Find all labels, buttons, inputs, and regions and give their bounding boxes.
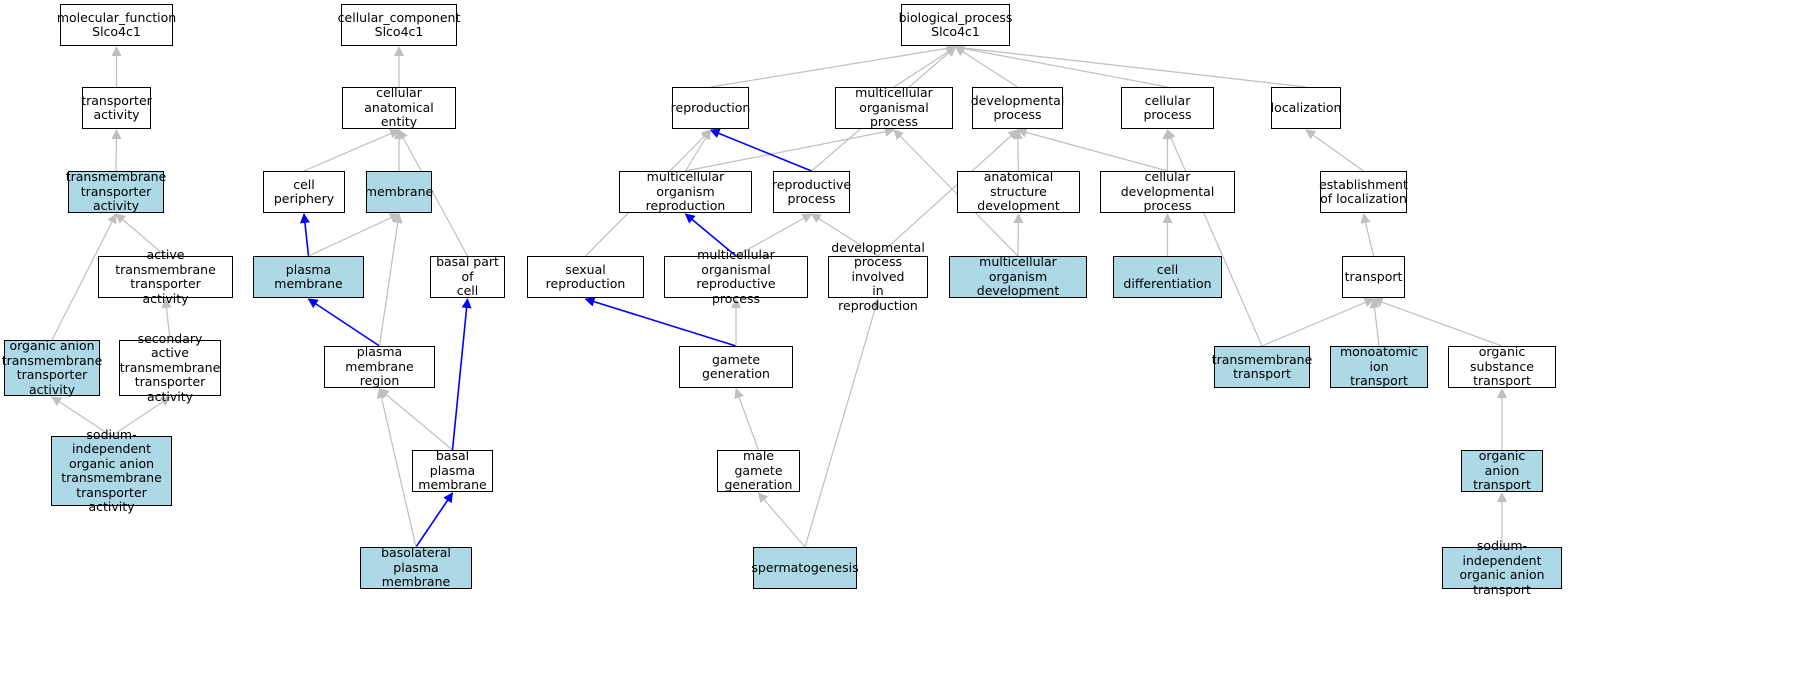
node-transport[interactable]: transport [1342, 256, 1405, 298]
edge-establishment_of_localization-to-localization [1305, 129, 1364, 172]
node-basal-plasma-membrane[interactable]: basal plasma membrane [412, 449, 493, 492]
edge-basolateral_plasma_membrane-to-basal_plasma_membrane [415, 492, 454, 548]
node-establishment-of-localization[interactable]: establishment of localization [1319, 171, 1408, 213]
edge-spermatogenesis-to-male_gamete_generation [757, 492, 806, 548]
edge-basal_part_of_cell-to-cellular_anatomical_entity [398, 129, 469, 257]
node-developmental-process[interactable]: developmental process [971, 87, 1064, 129]
edge-reproduction-to-bp_root [710, 43, 957, 88]
edge-anatomical_structure_development-to-developmental_process [1012, 129, 1023, 172]
edge-plasma_membrane_region-to-plasma_membrane [307, 298, 380, 347]
node-active-transmembrane-transporter[interactable]: active transmembrane transporter activit… [98, 247, 233, 305]
edge-cell_periphery-to-cellular_anatomical_entity [303, 128, 400, 172]
node-gamete-generation[interactable]: gamete generation [679, 346, 793, 388]
node-transporter-activity[interactable]: transporter activity [81, 87, 152, 129]
node-multicellular-organism-development[interactable]: multicellular organism development [949, 255, 1087, 298]
edge-developmental_process_involved_in_reproduction-to-reproductive_process [810, 213, 879, 257]
edge-multicellular_organism_development-to-anatomical_structure_development [1013, 213, 1024, 257]
node-multicellular-organismal-process[interactable]: multicellular organismal process [835, 86, 953, 129]
node-basolateral-plasma-membrane[interactable]: basolateral plasma membrane [360, 546, 472, 589]
edge-transmembrane_transport-to-transport [1261, 297, 1375, 347]
edge-multicellular_organism_reproduction-to-reproduction [684, 129, 712, 172]
edge-spermatogenesis-to-developmental_process_involved_in_reproduction [804, 298, 881, 548]
node-transmembrane-transport[interactable]: transmembrane transport [1212, 346, 1312, 388]
node-cellular-process[interactable]: cellular process [1121, 87, 1214, 129]
edge-developmental_process-to-bp_root [954, 46, 1018, 88]
node-sodium-independent-organic-anion-transmembrane-transporter[interactable]: sodium-independent organic anion transme… [51, 427, 172, 514]
node-organic-anion-transmembrane-transporter[interactable]: organic anion transmembrane transporter … [1, 338, 103, 397]
node-plasma-membrane-region[interactable]: plasma membrane region [324, 345, 435, 388]
edge-multicellular_organism_reproduction-to-multicellular_organismal_process [685, 126, 895, 172]
node-transmembrane-transporter-activity[interactable]: transmembrane transporter activity [65, 169, 167, 214]
node-male-gamete-generation[interactable]: male gamete generation [717, 449, 800, 492]
node-sodium-independent-organic-anion-transport[interactable]: sodium-independent organic anion transpo… [1442, 538, 1562, 596]
edge-multicellular_organismal_reproductive_process-to-multicellular_organism_reproduction [684, 213, 737, 257]
node-cellular-anatomical-entity[interactable]: cellular anatomical entity [342, 86, 456, 129]
edge-monoatomic_ion_transport-to-transport [1369, 298, 1380, 347]
edge-multicellular_organismal_process-to-bp_root [893, 46, 957, 88]
node-cell-periphery[interactable]: cell periphery [263, 171, 345, 213]
edge-plasma_membrane_region-to-membrane [378, 213, 403, 347]
edge-plasma_membrane-to-membrane [308, 213, 400, 257]
edge-sodium_indep_oa_tm_transporter-to-secondary_active_tm_transporter [111, 396, 171, 437]
edge-basal_plasma_membrane-to-plasma_membrane_region [378, 388, 453, 451]
node-reproductive-process[interactable]: reproductive process [772, 171, 851, 213]
edge-active_tm_transporter-to-tm_transporter_activity [115, 213, 166, 257]
node-organic-anion-transport[interactable]: organic anion transport [1461, 449, 1543, 492]
edge-secondary_active_tm_transporter-to-active_tm_transporter [161, 298, 172, 341]
edge-plasma_membrane-to-cell_periphery [299, 213, 310, 257]
node-multicellular-organism-reproduction[interactable]: multicellular organism reproduction [619, 170, 752, 213]
node-anatomical-structure-development[interactable]: anatomical structure development [957, 170, 1080, 213]
edge-reproductive_process-to-reproduction [709, 128, 812, 172]
node-cellular-developmental-process[interactable]: cellular developmental process [1100, 170, 1235, 213]
edge-transport-to-establishment_of_localization [1360, 213, 1375, 257]
node-biological-process[interactable]: biological_process Slco4c1 [899, 4, 1012, 46]
node-organic-substance-transport[interactable]: organic substance transport [1448, 345, 1556, 388]
node-multicellular-organismal-reproductive-process[interactable]: multicellular organismal reproductive pr… [664, 247, 808, 305]
edge-multicellular_organismal_reproductive_process-to-reproductive_process [735, 213, 813, 257]
edge-developmental_process_involved_in_reproduction-to-developmental_process [877, 129, 1019, 257]
edge-localization-to-bp_root [954, 43, 1307, 88]
edge-transmembrane_transport-to-cellular_process [1166, 129, 1263, 347]
node-developmental-process-involved-in-reproduction[interactable]: developmental process involved in reprod… [828, 240, 928, 313]
edge-basolateral_plasma_membrane-to-plasma_membrane_region [376, 388, 417, 548]
node-basal-part-of-cell[interactable]: basal part of cell [430, 255, 505, 298]
node-secondary-active-transmembrane-transporter[interactable]: secondary active transmembrane transport… [119, 330, 221, 404]
node-molecular-function[interactable]: molecular_function Slco4c1 [57, 4, 176, 46]
edge-sodium_indep_oa_tm_transporter-to-organic_anion_tm_transporter [51, 396, 112, 437]
node-reproduction[interactable]: reproduction [671, 87, 750, 129]
edge-basal_plasma_membrane-to-basal_part_of_cell [451, 298, 472, 451]
node-cell-differentiation[interactable]: cell differentiation [1113, 256, 1222, 298]
edge-multicellular_organism_development-to-multicellular_organismal_process [893, 129, 1019, 257]
node-plasma-membrane[interactable]: plasma membrane [253, 256, 364, 298]
node-monoatomic-ion-transport[interactable]: monoatomic ion transport [1330, 345, 1428, 388]
edge-organic_substance_transport-to-transport [1372, 297, 1503, 347]
edge-cellular_process-to-bp_root [954, 43, 1168, 88]
edge-tm_transporter_activity-to-transporter_activity [111, 129, 122, 172]
edge-cellular_developmental_process-to-developmental_process [1016, 127, 1168, 172]
node-cellular-component[interactable]: cellular_component Slco4c1 [338, 4, 460, 46]
node-spermatogenesis[interactable]: spermatogenesis [751, 547, 859, 589]
node-localization[interactable]: localization [1271, 87, 1341, 129]
edge-gamete_generation-to-sexual_reproduction [584, 296, 737, 347]
node-membrane[interactable]: membrane [365, 171, 433, 213]
edge-male_gamete_generation-to-gamete_generation [734, 388, 760, 451]
edge-organic_anion_tm_transporter-to-tm_transporter_activity [51, 213, 117, 341]
node-sexual-reproduction[interactable]: sexual reproduction [527, 256, 644, 298]
